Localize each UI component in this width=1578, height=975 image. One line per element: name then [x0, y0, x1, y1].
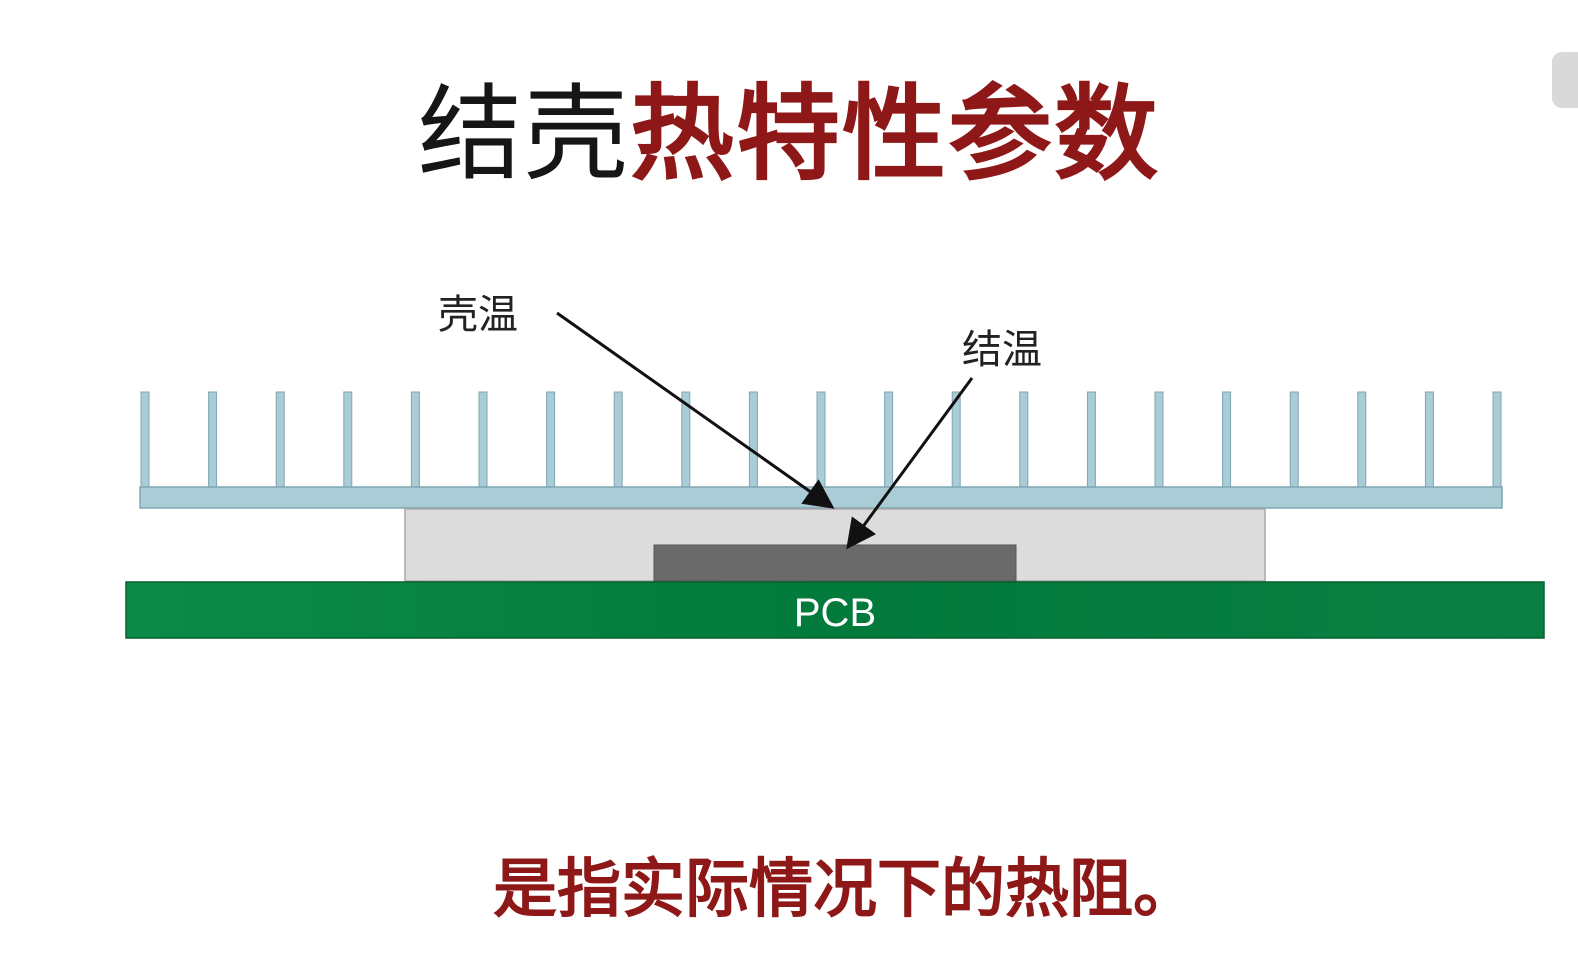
case-temp-label: 壳温 — [438, 292, 518, 338]
title-emphasis: 热特性参数 — [630, 72, 1161, 195]
heatsink-fin — [1222, 391, 1232, 489]
heatsink-fin — [613, 391, 623, 489]
die — [653, 544, 1017, 582]
heatsink-fin — [1289, 391, 1299, 489]
heatsink-fin — [748, 391, 758, 489]
heatsink-fin — [816, 391, 826, 489]
pcb-label: PCB — [794, 591, 876, 635]
caption-text: 是指实际情况下的热阻。 — [493, 853, 1197, 927]
case-temp-arrow — [556, 311, 835, 509]
heatsink-fin — [410, 391, 420, 489]
heatsink-fin — [951, 391, 961, 489]
heatsink-fin — [546, 391, 556, 489]
heatsink-fin — [884, 391, 894, 489]
junction-temp-arrow — [846, 377, 974, 550]
side-handle[interactable] — [1552, 52, 1578, 108]
junction-temp-label: 结温 — [962, 327, 1042, 373]
heatsink-fin — [343, 391, 353, 489]
page-title: 结壳热特性参数 — [0, 72, 1578, 197]
heatsink-fin — [275, 391, 285, 489]
heatsink-fin — [478, 391, 488, 489]
heatsink-fin — [1424, 391, 1434, 489]
heatsink-fin — [140, 391, 150, 489]
heatsink-fin — [1357, 391, 1367, 489]
pcb-board — [125, 581, 1545, 639]
heatsink-fin — [1154, 391, 1164, 489]
heatsink-fin — [208, 391, 218, 489]
heatsink — [139, 391, 1503, 509]
heatsink-fin — [1492, 391, 1502, 489]
heatsink-fin — [1086, 391, 1096, 489]
title-plain: 结壳 — [417, 73, 630, 195]
heatsink-fin — [1019, 391, 1029, 489]
